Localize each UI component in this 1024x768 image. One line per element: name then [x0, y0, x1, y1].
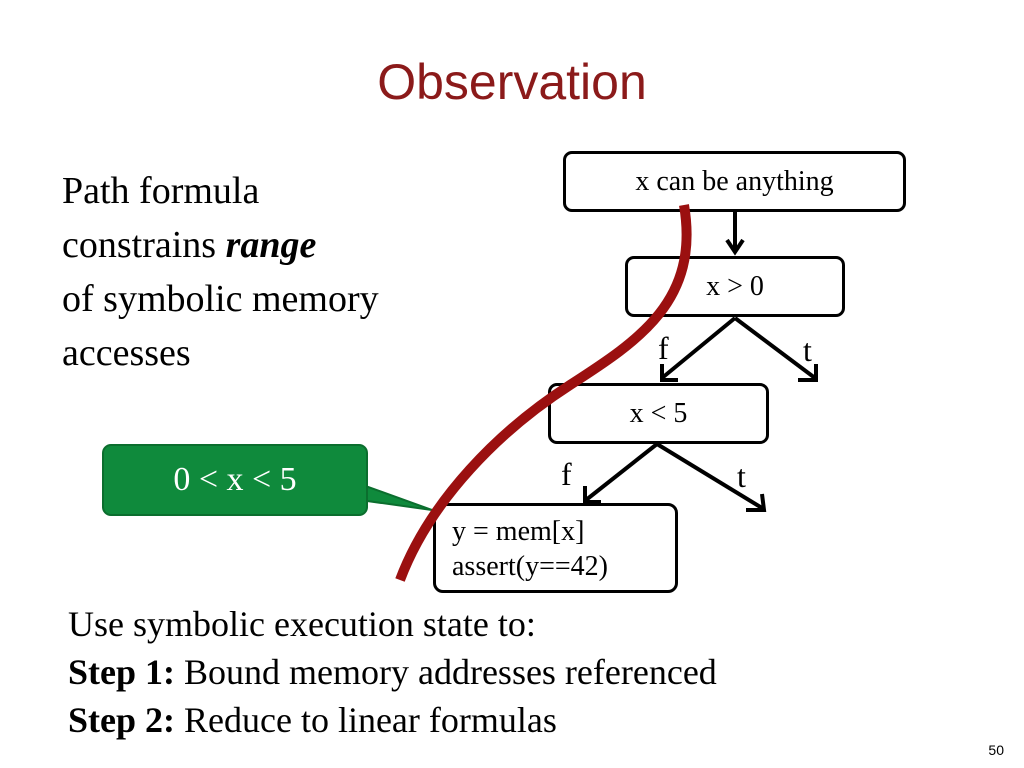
edge-cond2-false: [584, 442, 659, 502]
description-line-2-prefix: constrains: [62, 224, 226, 266]
arrowhead-cond1-true: [798, 364, 818, 382]
steps-intro: Use symbolic execution state to:: [68, 604, 536, 644]
step-2-text: Reduce to linear formulas: [175, 700, 557, 740]
arrowhead-cond1-false: [660, 364, 678, 382]
slide-number: 50: [988, 742, 1004, 758]
edge-cond1-true: [733, 316, 817, 380]
code-line-mem-access: y = mem[x]: [452, 516, 585, 547]
step-1-label: Step 1:: [68, 652, 175, 692]
description-line-4: accesses: [62, 332, 191, 374]
condition-x-gt-0-label: x > 0: [706, 270, 764, 302]
code-line-assert: assert(y==42): [452, 551, 608, 582]
cond1-false-label: f: [658, 330, 669, 366]
cond2-true-label: t: [737, 458, 746, 494]
memory-access-code-box: y = mem[x] assert(y==42): [433, 503, 678, 593]
step-1-text: Bound memory addresses referenced: [175, 652, 717, 692]
description-line-2: constrains range: [62, 218, 379, 272]
step-2-label: Step 2:: [68, 700, 175, 740]
range-constraint-callout: 0 < x < 5: [102, 444, 368, 516]
description-line-1: Path formula: [62, 170, 260, 212]
condition-x-lt-5-label: x < 5: [629, 397, 688, 429]
edge-cond2-true: [655, 442, 764, 510]
edge-cond1-false: [660, 316, 737, 380]
cond1-true-label: t: [803, 332, 812, 368]
arrowhead-root-to-cond1: [725, 238, 745, 256]
condition-x-lt-5-box: x < 5: [548, 383, 769, 444]
execution-path-curve: [395, 204, 692, 582]
step-1: Step 1: Bound memory addresses reference…: [68, 648, 717, 696]
bottom-steps: Use symbolic execution state to: Step 1:…: [68, 600, 717, 744]
description-line-3: of symbolic memory: [62, 278, 379, 320]
path-formula-description: Path formula constrains range of symboli…: [62, 164, 379, 380]
slide-title: Observation: [377, 54, 647, 110]
step-2: Step 2: Reduce to linear formulas: [68, 696, 717, 744]
arrowhead-cond2-false: [583, 486, 601, 504]
arrowhead-cond2-true: [746, 493, 767, 512]
range-emphasis: range: [225, 224, 317, 266]
range-constraint-text: 0 < x < 5: [173, 461, 297, 498]
cond2-false-label: f: [561, 456, 572, 492]
root-node-box: x can be anything: [563, 151, 906, 212]
root-node-label: x can be anything: [635, 165, 834, 197]
